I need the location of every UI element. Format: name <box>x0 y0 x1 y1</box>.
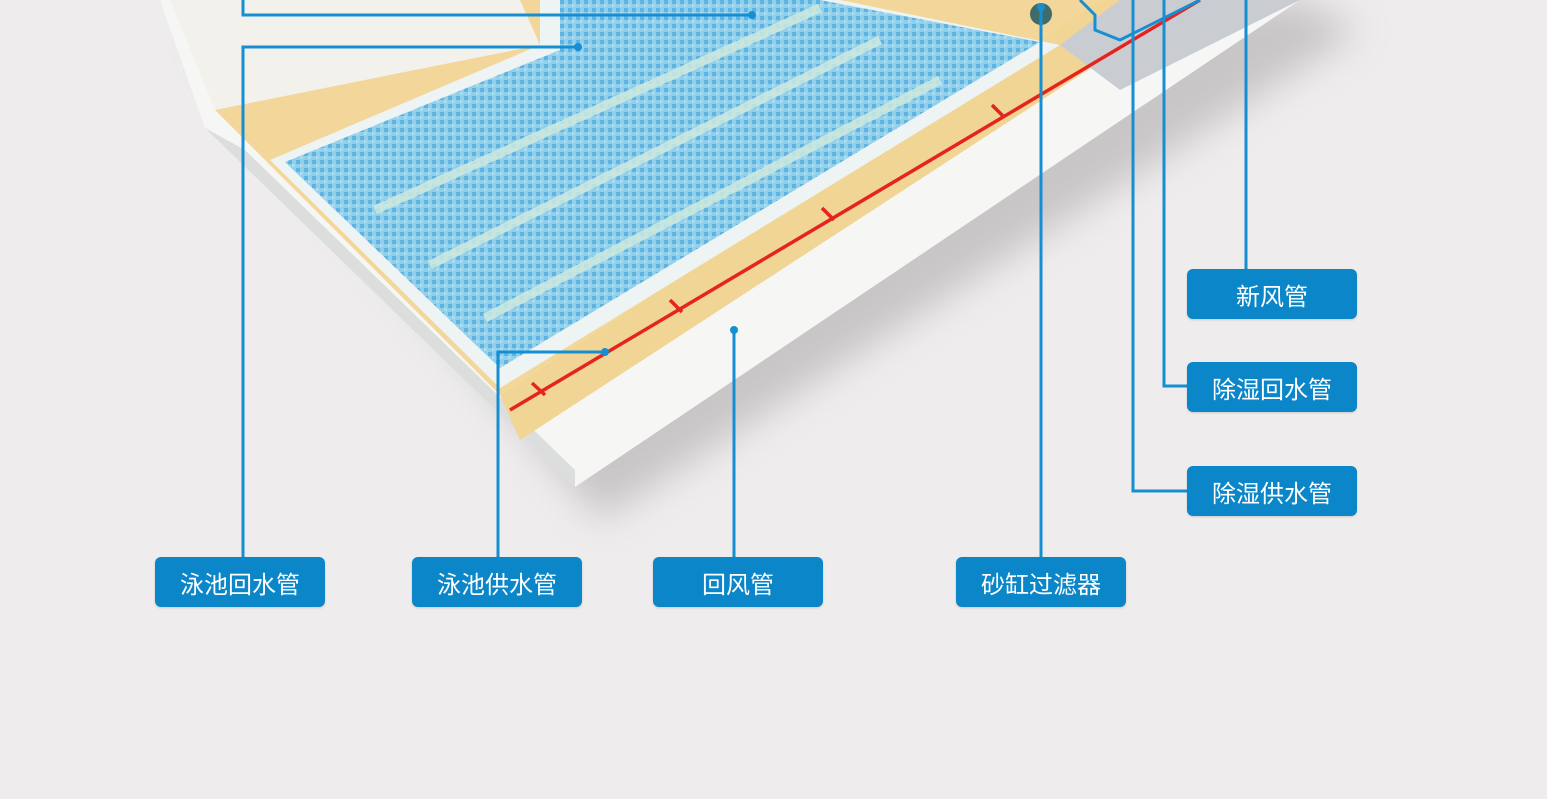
leader-lines <box>241 0 1248 557</box>
label-pool-supply-pipe: 泳池供水管 <box>412 557 582 607</box>
label-dehumidifier-supply-pipe: 除湿供水管 <box>1187 466 1357 516</box>
pool-water <box>285 0 1040 368</box>
label-sand-filter: 砂缸过滤器 <box>956 557 1126 607</box>
label-fresh-air-duct: 新风管 <box>1187 269 1357 319</box>
leader-dots <box>574 3 1045 356</box>
back-wall <box>170 0 540 110</box>
blue-pipe <box>1078 0 1201 42</box>
label-dehumidifier-return-pipe: 除湿回水管 <box>1187 362 1357 412</box>
label-return-air-duct: 回风管 <box>653 557 823 607</box>
near-deck <box>500 0 1180 440</box>
red-pipe <box>509 0 1201 412</box>
lane-lines <box>373 3 943 322</box>
label-pool-return-pipe: 泳池回水管 <box>155 557 325 607</box>
slab-edge <box>205 128 575 487</box>
